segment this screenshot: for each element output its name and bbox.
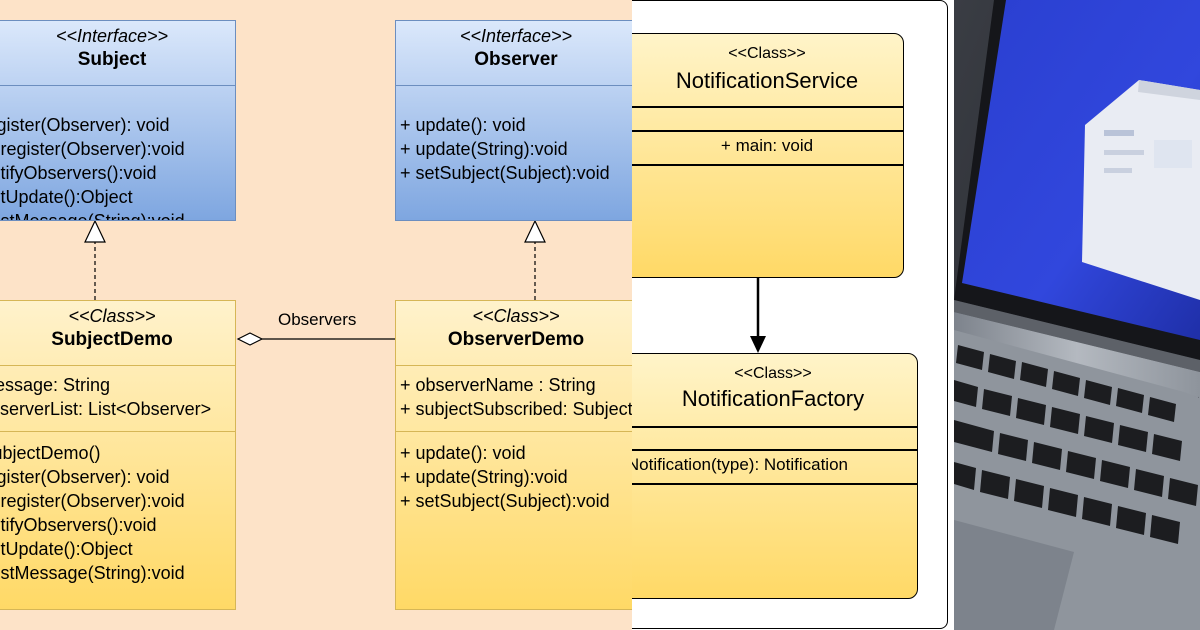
app-window-line	[1104, 130, 1134, 136]
subject-demo-separator	[0, 431, 235, 432]
operation: + update(): void	[400, 115, 526, 135]
app-window-titlebar	[1138, 80, 1200, 100]
notification-factory-operation: + createNotification(type): Notification	[632, 455, 848, 474]
diagram-frame	[632, 0, 948, 629]
notification-factory-stereotype: <<Class>>	[734, 365, 812, 382]
subject-demo-name: SubjectDemo	[51, 329, 173, 350]
subject-demo-operations: + SubjectDemo() + register(Observer): vo…	[0, 441, 185, 585]
attribute: + subjectSubscribed: Subject	[400, 399, 632, 419]
operation: + unregister(Observer):void	[0, 491, 185, 511]
subject-separator	[0, 85, 235, 86]
subject-name: Subject	[77, 49, 147, 70]
operation: + register(Observer): void	[0, 115, 170, 135]
notification-service-name: NotificationService	[675, 68, 859, 93]
subject-demo-class-box[interactable]: <<Class>> SubjectDemo - message: String …	[0, 300, 236, 610]
aggregation-diamond	[236, 332, 264, 346]
laptop-photo: MacBook Air	[954, 0, 1200, 630]
association-label: Observers	[278, 310, 357, 329]
realization-arrowhead-observer	[524, 219, 546, 243]
operation: + setSubject(Subject):void	[400, 491, 610, 511]
notification-factory-separator	[632, 449, 917, 451]
laptop-hinge	[954, 300, 1200, 372]
operation: + setSubject(Subject):void	[400, 163, 610, 183]
subject-interface-box[interactable]: <<Interface>> Subject + register(Observe…	[0, 20, 236, 221]
subject-demo-attributes: - message: String - observerList: List<O…	[0, 373, 211, 421]
observer-demo-attributes: + observerName : String + subjectSubscri…	[400, 373, 632, 421]
operation: + postMessage(String):void	[0, 211, 185, 221]
notification-factory-class-box[interactable]: <<Class>> NotificationFactory + createNo…	[632, 353, 918, 599]
operation: + SubjectDemo()	[0, 443, 101, 463]
observer-demo-name: ObserverDemo	[447, 329, 585, 350]
observer-stereotype: <<Interface>>	[459, 26, 573, 46]
notification-service-class-box[interactable]: <<Class>> NotificationService + main: vo…	[632, 33, 904, 278]
app-window	[1082, 80, 1200, 300]
operation: + unregister(Observer):void	[0, 139, 185, 159]
app-window-line	[1104, 150, 1144, 155]
operation: + update(String):void	[400, 467, 568, 487]
subject-stereotype: <<Interface>>	[55, 26, 169, 46]
factory-diagram: <<Class>> NotificationService + main: vo…	[632, 0, 954, 630]
notification-service-stereotype: <<Class>>	[728, 45, 806, 62]
realization-arrowhead-subject	[84, 219, 106, 243]
diagram-connectors	[84, 219, 546, 346]
notification-service-operation: + main: void	[720, 136, 814, 155]
observer-pattern-diagram: Observers <<Interface>> Subject + regist…	[0, 0, 632, 630]
notification-factory-separator	[632, 483, 917, 485]
notification-factory-separator	[632, 426, 917, 428]
notification-service-separator	[632, 106, 903, 108]
notification-factory-name: NotificationFactory	[681, 386, 865, 411]
laptop-palmrest	[954, 520, 1074, 630]
subject-demo-stereotype: <<Class>>	[68, 306, 156, 326]
observer-demo-stereotype: <<Class>>	[472, 306, 560, 326]
observer-interface-box[interactable]: <<Interface>> Observer + update(): void …	[395, 20, 632, 221]
notification-service-separator	[632, 130, 903, 132]
attribute: - message: String	[0, 375, 111, 395]
attribute: + observerName : String	[400, 375, 596, 395]
subject-demo-separator	[0, 365, 235, 366]
subject-operations: + register(Observer): void + unregister(…	[0, 113, 185, 221]
observer-demo-separator	[396, 365, 632, 366]
laptop-illustration: MacBook Air	[954, 0, 1200, 630]
operation: + postMessage(String):void	[0, 563, 185, 583]
operation: + getUpdate():Object	[0, 187, 133, 207]
observer-separator	[396, 85, 632, 86]
operation: + update(): void	[400, 443, 526, 463]
observer-operations: + update(): void + update(String):void +…	[400, 113, 610, 185]
app-window-line	[1104, 168, 1132, 173]
observer-demo-operations: + update(): void + update(String):void +…	[400, 441, 610, 513]
attribute: - observerList: List<Observer>	[0, 399, 212, 419]
operation: + notifyObservers():void	[0, 163, 157, 183]
observer-demo-separator	[396, 431, 632, 432]
observer-demo-class-box[interactable]: <<Class>> ObserverDemo + observerName : …	[395, 300, 632, 610]
operation: + notifyObservers():void	[0, 515, 157, 535]
operation: + getUpdate():Object	[0, 539, 133, 559]
app-window-panel	[1154, 140, 1192, 168]
observer-name: Observer	[474, 49, 558, 70]
operation: + register(Observer): void	[0, 467, 170, 487]
operation: + update(String):void	[400, 139, 568, 159]
keyboard-keys	[954, 345, 1198, 544]
notification-service-separator	[632, 164, 903, 166]
